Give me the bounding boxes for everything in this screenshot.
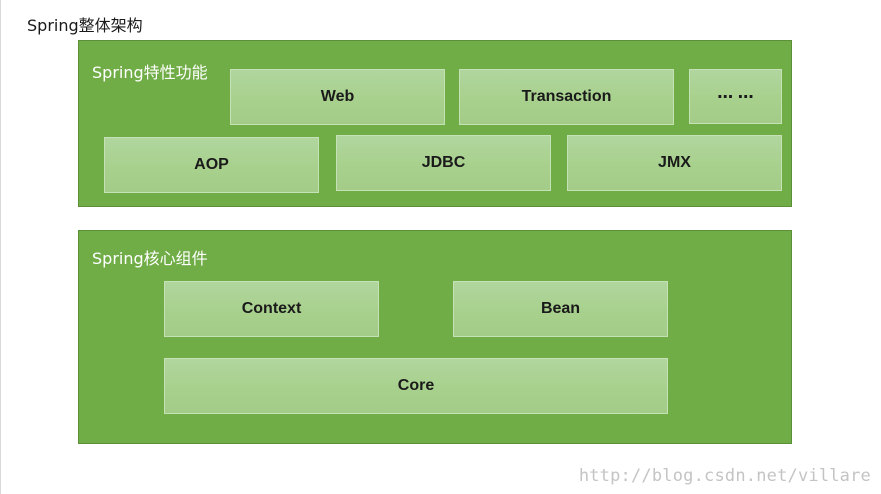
watermark-text: http://blog.csdn.net/villare	[578, 466, 871, 486]
module-bean: Bean	[453, 281, 668, 337]
module-jdbc: JDBC	[336, 135, 551, 191]
module-web: Web	[230, 69, 445, 125]
module-transaction: Transaction	[459, 69, 674, 125]
module-more: ⋯ ⋯	[689, 69, 782, 124]
diagram-title: Spring整体架构	[27, 16, 143, 35]
module-aop: AOP	[104, 137, 319, 193]
module-context: Context	[164, 281, 379, 337]
module-core: Core	[164, 358, 668, 414]
module-jmx: JMX	[567, 135, 782, 191]
core-group-title: Spring核心组件	[92, 249, 208, 268]
features-group-title: Spring特性功能	[92, 63, 208, 82]
